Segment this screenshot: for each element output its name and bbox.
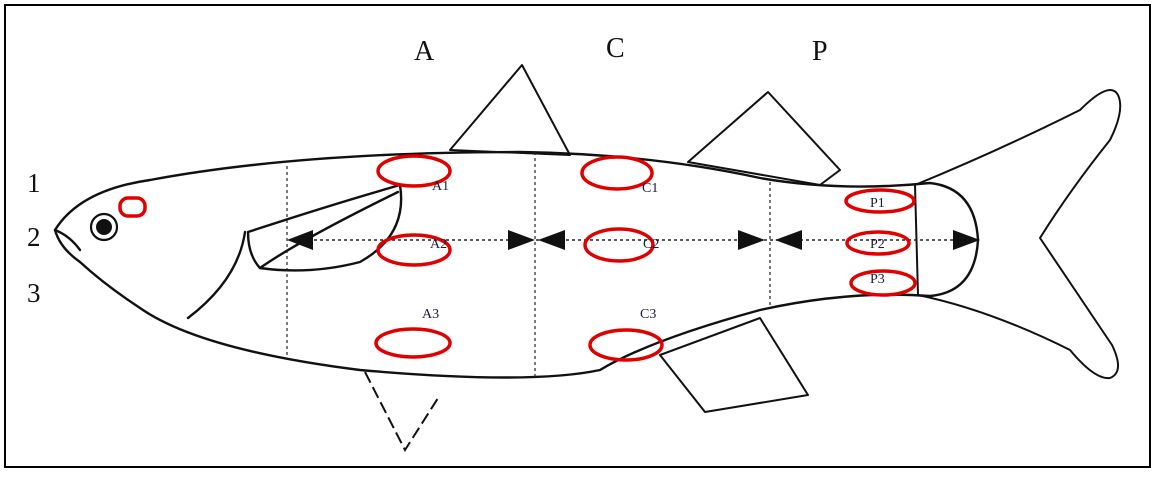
site-marker-p3 [849,269,917,297]
arrowhead-left-a [287,230,313,250]
pelvic-fin [364,371,441,453]
site-label-c1: C1 [642,181,658,196]
site-marker-a3 [374,327,452,359]
site-label-p1: P1 [870,196,885,211]
arrowhead-left-c [538,230,565,250]
gill-cover-line [186,230,247,320]
section-label-central: C [606,33,625,64]
site-label-a3: A3 [422,307,439,322]
pectoral-fin-ray [258,190,400,270]
row-label-1: 1 [27,168,41,198]
site-label-p3: P3 [870,272,885,287]
site-label-c3: C3 [640,307,656,322]
caudal-fin [914,89,1122,380]
site-label-c2: C2 [643,237,659,252]
arrowhead-left-p [775,230,802,250]
arrowhead-right-a [508,230,535,250]
section-label-posterior: P [812,36,828,67]
row-label-3: 3 [27,278,41,308]
pupil-icon [96,219,112,235]
site-marker-p1 [844,188,916,214]
site-marker-c1 [580,155,654,191]
head-site-marker [118,196,147,218]
section-label-anterior: A [414,36,435,67]
arrowhead-right-c [738,230,765,250]
second-dorsal-fin [687,91,841,186]
fish-body-outline [53,150,980,379]
site-marker-c3 [588,328,664,362]
site-marker-p2 [845,230,911,256]
site-marker-c2 [583,227,655,263]
arrowhead-right-p [953,230,980,250]
site-label-a2: A2 [430,237,447,252]
site-label-a1: A1 [432,179,449,194]
anal-fin [659,317,809,413]
mouth-line [53,228,82,252]
row-label-2: 2 [27,222,41,252]
pectoral-fin [246,183,403,272]
site-label-p2: P2 [870,237,885,252]
site-marker-a1 [376,154,452,188]
site-marker-a2 [376,233,452,267]
